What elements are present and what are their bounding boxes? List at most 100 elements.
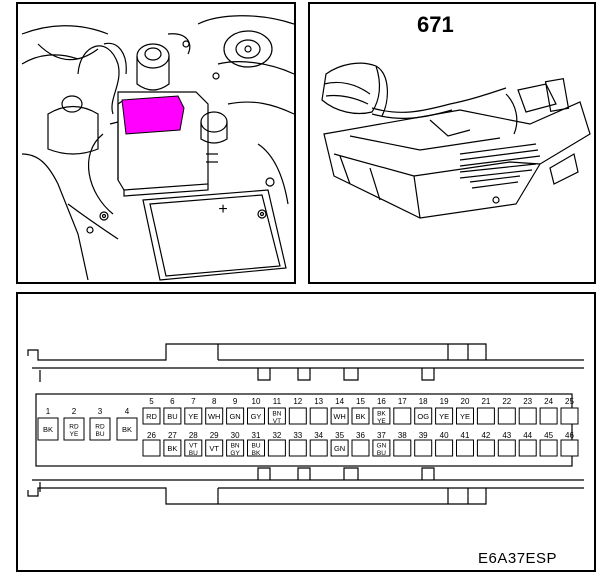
pin-cell-31 <box>247 439 265 457</box>
wire-color-11-2: VT <box>273 418 281 425</box>
pin-number-34: 34 <box>314 431 323 440</box>
wire-color-1-1: BK <box>43 425 53 434</box>
pin-number-10: 10 <box>252 397 261 406</box>
wire-color-35-1: GN <box>334 444 345 453</box>
pin-number-20: 20 <box>461 397 470 406</box>
pin-number-37: 37 <box>377 431 386 440</box>
wire-color-31-1: BU <box>251 443 260 450</box>
pin-cell-39 <box>414 439 433 457</box>
wire-color-2-2: YE <box>70 431 79 438</box>
pin-cell-40 <box>435 439 454 457</box>
pin-cell-30 <box>226 439 245 457</box>
pin-number-46: 46 <box>565 431 574 440</box>
pin-number-9: 9 <box>233 397 238 406</box>
pin-cell-35 <box>330 439 349 457</box>
connector-pinout: 1BK2RDYE3RDBU4BK5RD6BU7YE8WH9GN10GY11BNV… <box>27 343 584 505</box>
wire-color-7-1: YE <box>188 412 198 421</box>
pin-number-42: 42 <box>481 431 490 440</box>
pin-cell-33 <box>288 439 307 457</box>
pin-number-38: 38 <box>398 431 407 440</box>
pin-number-17: 17 <box>398 397 407 406</box>
wire-color-8-1: WH <box>208 412 221 421</box>
pin-number-14: 14 <box>335 397 344 406</box>
pin-number-15: 15 <box>356 397 365 406</box>
reference-number: 671 <box>417 12 454 37</box>
pin-cell-45 <box>539 439 558 457</box>
pin-number-3: 3 <box>98 407 103 416</box>
pin-number-18: 18 <box>419 397 428 406</box>
pin-cell-4 <box>116 417 138 441</box>
pin-number-41: 41 <box>461 431 470 440</box>
pin-cell-41 <box>456 439 474 457</box>
pin-cell-42 <box>476 439 495 457</box>
pin-number-2: 2 <box>72 407 77 416</box>
pin-cell-17 <box>393 407 412 425</box>
pin-cell-24 <box>539 407 558 425</box>
connector-illustration-panel <box>308 2 596 284</box>
pin-cell-13 <box>309 407 328 425</box>
pin-number-45: 45 <box>544 431 553 440</box>
wire-color-5-1: RD <box>146 412 157 421</box>
pin-cell-37 <box>372 439 391 457</box>
wire-color-4-1: BK <box>122 425 132 434</box>
pin-number-31: 31 <box>252 431 261 440</box>
pin-number-19: 19 <box>440 397 449 406</box>
pin-number-16: 16 <box>377 397 386 406</box>
pin-number-35: 35 <box>335 431 344 440</box>
pin-number-22: 22 <box>502 397 511 406</box>
wire-color-30-1: BN <box>231 443 240 450</box>
wire-color-6-1: BU <box>167 412 177 421</box>
pin-number-4: 4 <box>125 407 130 416</box>
pin-number-44: 44 <box>523 431 532 440</box>
wire-color-31-2: BK <box>252 450 261 457</box>
pin-cell-5 <box>142 407 161 425</box>
wire-color-16-2: YE <box>377 418 386 425</box>
highlighted-component <box>121 95 185 135</box>
pin-cell-38 <box>393 439 412 457</box>
pin-cell-20 <box>456 407 474 425</box>
pin-cell-21 <box>476 407 495 425</box>
pin-number-36: 36 <box>356 431 365 440</box>
pin-number-5: 5 <box>149 397 154 406</box>
pin-number-27: 27 <box>168 431 177 440</box>
pin-cell-34 <box>309 439 328 457</box>
engine-bay-drawing: + <box>21 15 294 281</box>
wire-color-18-1: OG <box>417 412 429 421</box>
pin-cell-9 <box>226 407 245 425</box>
pin-cell-46 <box>560 439 579 457</box>
wire-color-14-1: WH <box>333 412 346 421</box>
wire-color-27-1: BK <box>167 444 177 453</box>
pin-number-11: 11 <box>273 397 282 406</box>
pin-cell-6 <box>163 407 182 425</box>
wire-color-11-1: BN <box>272 411 281 418</box>
pin-cell-3 <box>89 417 111 441</box>
wire-color-9-1: GN <box>229 412 240 421</box>
pin-number-7: 7 <box>191 397 196 406</box>
pin-cell-27 <box>163 439 182 457</box>
wire-color-15-1: BK <box>355 412 365 421</box>
pin-number-6: 6 <box>170 397 175 406</box>
wire-color-29-1: VT <box>209 444 219 453</box>
pin-cell-14 <box>330 407 349 425</box>
pin-cell-22 <box>497 407 516 425</box>
pin-number-8: 8 <box>212 397 217 406</box>
pin-number-26: 26 <box>147 431 156 440</box>
wire-color-37-2: BU <box>377 450 386 457</box>
pin-number-24: 24 <box>544 397 553 406</box>
wire-color-2-1: RD <box>69 424 79 431</box>
pin-cell-11 <box>267 407 286 425</box>
wire-color-37-1: GN <box>377 443 387 450</box>
image-code: E6A37ESP <box>478 550 558 567</box>
pin-number-43: 43 <box>502 431 511 440</box>
wire-color-19-1: YE <box>439 412 449 421</box>
wire-color-3-1: RD <box>95 424 105 431</box>
pin-cell-7 <box>184 407 203 425</box>
pin-number-33: 33 <box>293 431 302 440</box>
pin-cell-26 <box>142 439 161 457</box>
pin-cell-25 <box>560 407 579 425</box>
pin-cell-19 <box>435 407 454 425</box>
wire-color-16-1: BK <box>377 411 386 418</box>
pin-cell-2 <box>63 417 85 441</box>
wire-color-10-1: GY <box>251 412 262 421</box>
pin-number-12: 12 <box>293 397 302 406</box>
